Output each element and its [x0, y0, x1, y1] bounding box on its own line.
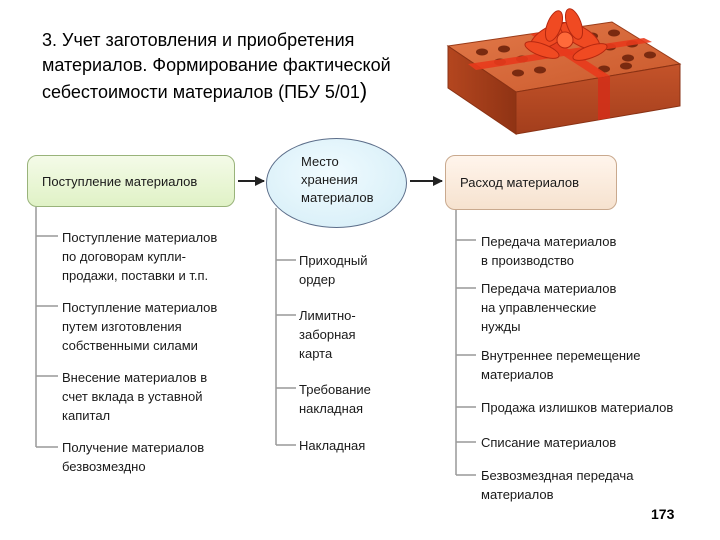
- slide-title-text: 3. Учет заготовления и приобретения мате…: [42, 30, 391, 102]
- page-number: 173: [651, 506, 675, 522]
- storage-line: материалов: [301, 190, 374, 205]
- receipt-box-label: Поступление материалов: [42, 173, 198, 189]
- expense-item: Внутреннее перемещение материалов: [481, 348, 641, 382]
- storage-line: хранения: [301, 172, 358, 187]
- receipt-box: Поступление материалов: [27, 155, 235, 207]
- expense-box-label: Расход материалов: [460, 175, 579, 190]
- slide-title-paren: ): [359, 78, 368, 103]
- document-item: Лимитно- заборная карта: [299, 308, 356, 361]
- receipt-item: Поступление материалов путем изготовлени…: [62, 300, 218, 353]
- receipt-item: Внесение материалов в счет вклада в уста…: [62, 370, 208, 423]
- expense-box: Расход материалов: [445, 155, 617, 210]
- storage-ellipse: Место хранения материалов: [266, 138, 407, 228]
- slide-title: 3. Учет заготовления и приобретения мате…: [42, 28, 442, 105]
- expense-item: Передача материалов на управленческие ну…: [481, 281, 617, 334]
- receipt-item: Получение материалов безвозмездно: [62, 440, 205, 474]
- expense-item: Передача материалов в производство: [481, 234, 617, 268]
- receipt-item: Поступление материалов по договорам купл…: [62, 230, 218, 283]
- brick-with-bow-icon: [446, 8, 682, 135]
- document-item: Накладная: [299, 438, 366, 453]
- document-item: Требование накладная: [299, 382, 371, 416]
- document-item: Приходный ордер: [299, 253, 368, 287]
- expense-item: Безвозмездная передача материалов: [481, 468, 634, 502]
- expense-item: Продажа излишков материалов: [481, 400, 674, 415]
- expense-item: Списание материалов: [481, 435, 617, 450]
- storage-line: Место: [301, 154, 339, 169]
